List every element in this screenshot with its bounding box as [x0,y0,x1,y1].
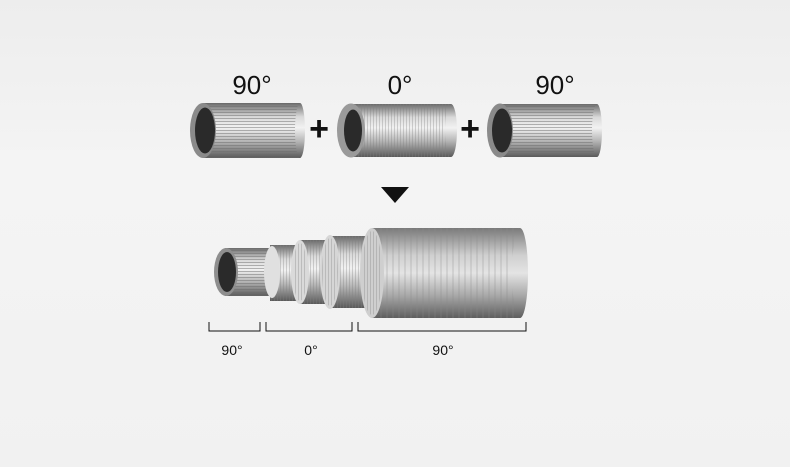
tube-right-angle-label: 90° [535,70,575,100]
section-1-label: 90° [221,342,243,358]
bracket-section-3 [357,322,527,332]
down-arrow-icon [381,187,409,203]
tube-middle-0 [337,103,457,158]
plus-sign-1: + [309,110,329,148]
tube-left-90 [190,103,305,158]
plus-sign-2: + [460,110,480,148]
section-2-label: 0° [304,342,318,358]
composite-tube [214,228,528,318]
tube-left-angle-label: 90° [232,70,272,100]
bracket-section-2 [265,322,353,332]
section-3-label: 90° [432,342,454,358]
tube-right-90 [487,103,602,158]
bracket-section-1 [208,322,261,332]
tube-middle-angle-label: 0° [387,70,413,100]
